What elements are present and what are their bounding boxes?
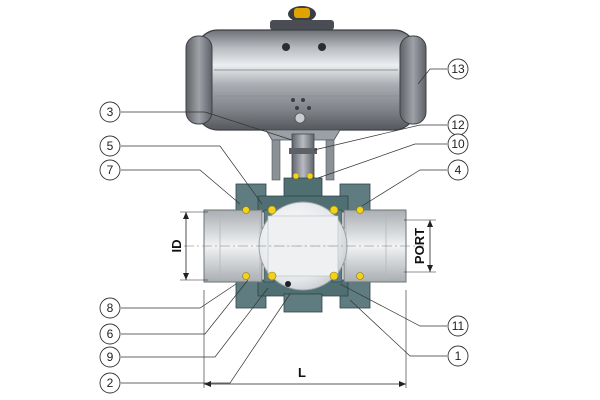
id-label: ID: [169, 240, 184, 253]
callouts: 3 5 7 8 6 9 2 13: [99, 58, 469, 394]
callout-2: 2: [99, 372, 121, 394]
svg-text:5: 5: [107, 139, 114, 153]
actuator-body: [195, 29, 417, 131]
o-ring-icon: [267, 205, 277, 215]
port-label: PORT: [412, 228, 427, 264]
callout-8: 8: [99, 297, 121, 319]
svg-text:1: 1: [455, 349, 462, 363]
o-ring-icon: [356, 206, 364, 214]
callout-9: 9: [99, 346, 121, 368]
callout-10: 10: [447, 133, 469, 155]
svg-text:12: 12: [451, 118, 465, 132]
dimensions: ID PORT L: [169, 211, 436, 388]
screw-icon: [285, 281, 291, 287]
o-ring-icon: [356, 272, 364, 280]
indicator-cap: [294, 8, 310, 18]
callout-1: 1: [447, 345, 469, 367]
svg-text:7: 7: [107, 163, 114, 177]
length-label: L: [298, 365, 306, 380]
o-ring-icon: [242, 272, 250, 280]
svg-text:2: 2: [107, 376, 114, 390]
callout-6: 6: [99, 323, 121, 345]
air-port-icon: [282, 43, 290, 51]
o-ring-icon: [329, 205, 339, 215]
seals: [242, 172, 364, 287]
callout-3: 3: [99, 101, 121, 123]
callout-12: 12: [447, 114, 469, 136]
svg-text:4: 4: [455, 163, 462, 177]
actuator: [185, 6, 427, 131]
callout-7: 7: [99, 159, 121, 181]
svg-text:3: 3: [107, 105, 114, 119]
callout-11: 11: [447, 315, 469, 337]
actuator-end-cap-right: [399, 35, 427, 125]
o-ring-icon: [267, 271, 277, 281]
callout-5: 5: [99, 135, 121, 157]
ball: [258, 201, 348, 291]
o-ring-icon: [329, 271, 339, 281]
leader-lines: [121, 68, 447, 384]
svg-text:10: 10: [451, 137, 465, 151]
air-port-icon: [318, 43, 326, 51]
svg-text:8: 8: [107, 301, 114, 315]
callout-4: 4: [447, 159, 469, 181]
callout-13: 13: [447, 58, 469, 80]
svg-text:9: 9: [107, 350, 114, 364]
o-ring-icon: [242, 206, 250, 214]
svg-text:6: 6: [107, 327, 114, 341]
svg-text:13: 13: [451, 62, 465, 76]
actuator-end-cap-left: [185, 35, 213, 125]
svg-text:11: 11: [452, 319, 465, 333]
